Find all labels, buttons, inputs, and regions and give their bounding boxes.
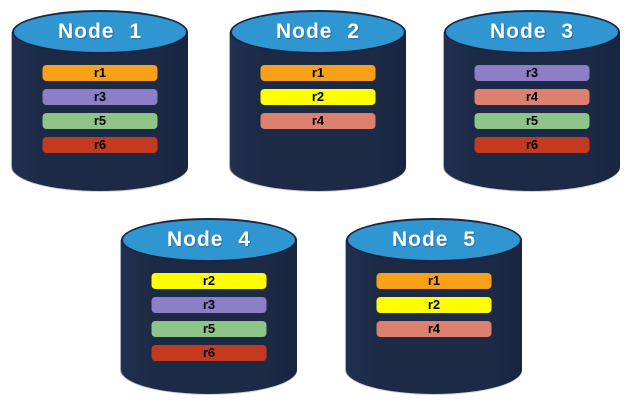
replica-bar-r6: r6 xyxy=(151,345,267,361)
replica-bar-r4: r4 xyxy=(260,113,376,129)
replica-bar-r5: r5 xyxy=(151,321,267,337)
replica-bar-r6: r6 xyxy=(42,137,158,153)
cylinder-top-ellipse: Node 5 xyxy=(346,218,522,262)
database-node-cylinder: Node 5 r1 r2 r4 xyxy=(346,218,522,394)
cylinder-top-ellipse: Node 4 xyxy=(121,218,297,262)
cylinder-body xyxy=(121,240,297,394)
node-label: Node 1 xyxy=(57,20,142,43)
cylinder-body xyxy=(12,32,188,191)
node-label: Node 3 xyxy=(489,20,574,43)
cylinder-body xyxy=(230,32,406,191)
replica-bar-r5: r5 xyxy=(42,113,158,129)
replica-bar-r6: r6 xyxy=(474,137,590,153)
replica-bar-r1: r1 xyxy=(376,273,492,289)
replica-bar-r1: r1 xyxy=(42,65,158,81)
database-node-cylinder: Node 2 r1 r2 r4 xyxy=(230,10,406,191)
cylinder-top-ellipse: Node 2 xyxy=(230,10,406,54)
database-node-cylinder: Node 1 r1 r3 r5 r6 xyxy=(12,10,188,191)
replica-bar-r2: r2 xyxy=(151,273,267,289)
replica-list: r1 r2 r4 xyxy=(376,273,492,337)
replica-list: r3 r4 r5 r6 xyxy=(474,65,590,153)
replica-bar-r4: r4 xyxy=(474,89,590,105)
node-label: Node 5 xyxy=(391,228,476,251)
cylinder-body xyxy=(346,240,522,394)
database-node-cylinder: Node 3 r3 r4 r5 r6 xyxy=(444,10,620,191)
replica-bar-r3: r3 xyxy=(42,89,158,105)
replica-list: r1 r2 r4 xyxy=(260,65,376,129)
replica-bar-r2: r2 xyxy=(260,89,376,105)
cylinder-top-ellipse: Node 1 xyxy=(12,10,188,54)
node-label: Node 2 xyxy=(275,20,360,43)
replica-bar-r3: r3 xyxy=(474,65,590,81)
node-label: Node 4 xyxy=(166,228,251,251)
replica-bar-r4: r4 xyxy=(376,321,492,337)
database-node-cylinder: Node 4 r2 r3 r5 r6 xyxy=(121,218,297,394)
replica-list: r2 r3 r5 r6 xyxy=(151,273,267,361)
cylinder-top-ellipse: Node 3 xyxy=(444,10,620,54)
replica-bar-r5: r5 xyxy=(474,113,590,129)
replica-list: r1 r3 r5 r6 xyxy=(42,65,158,153)
replica-bar-r3: r3 xyxy=(151,297,267,313)
replica-bar-r2: r2 xyxy=(376,297,492,313)
replica-bar-r1: r1 xyxy=(260,65,376,81)
cylinder-body xyxy=(444,32,620,191)
